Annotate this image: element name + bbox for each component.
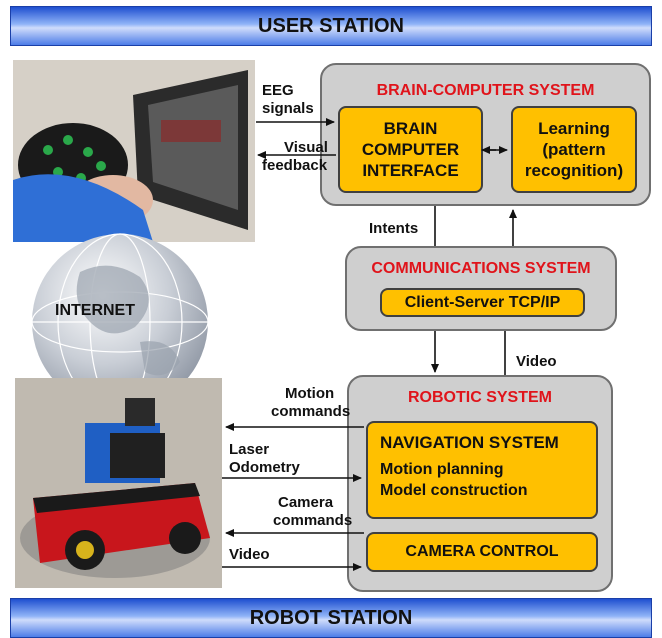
eeg-user-photo <box>13 60 255 242</box>
user-station-banner: USER STATION <box>10 6 652 46</box>
learning-line-3: recognition) <box>524 161 624 180</box>
camera-line-1: Camera <box>278 494 334 511</box>
tcp-ip-box: Client-Server TCP/IP <box>380 288 585 317</box>
internet-label: INTERNET <box>55 302 135 319</box>
robotic-system-title: ROBOTIC SYSTEM <box>407 389 552 406</box>
robot-station-banner: ROBOT STATION <box>10 598 652 638</box>
navigation-title: NAVIGATION SYSTEM <box>380 433 559 452</box>
eeg-line-1: EEG <box>262 82 294 99</box>
navigation-system-box: NAVIGATION SYSTEM Motion planning Model … <box>366 421 598 519</box>
nav-item-motion-planning: Motion planning <box>380 461 504 478</box>
comms-system-title: COMMUNICATIONS SYSTEM <box>371 260 591 277</box>
robotic-system: ROBOTIC SYSTEM NAVIGATION SYSTEM Motion … <box>347 375 613 592</box>
learning-line-1: Learning <box>538 119 610 138</box>
video-bottom-label: Video <box>229 546 270 563</box>
eeg-line-2: signals <box>262 100 314 117</box>
bci-box: BRAIN COMPUTER INTERFACE <box>338 106 483 193</box>
camera-control-box: CAMERA CONTROL <box>366 532 598 572</box>
motion-line-1: Motion <box>285 385 335 402</box>
intents-label: Intents <box>369 220 419 237</box>
motion-line-2: commands <box>271 403 351 420</box>
brain-computer-system: BRAIN-COMPUTER SYSTEM BRAIN COMPUTER INT… <box>320 63 651 206</box>
camera-control-label: CAMERA CONTROL <box>405 543 559 560</box>
tcp-ip-label: Client-Server TCP/IP <box>404 293 561 311</box>
nav-item-model-construction: Model construction <box>380 482 528 499</box>
laser-odometry-label: Laser Odometry <box>229 441 300 477</box>
laser-line-1: Laser <box>229 441 270 458</box>
learning-line-2: (pattern <box>542 140 606 159</box>
eeg-signals-label: EEG signals <box>262 82 314 118</box>
bci-line-2: COMPUTER <box>361 140 460 159</box>
learning-box: Learning (pattern recognition) <box>511 106 637 193</box>
motion-commands-label: Motion commands <box>271 385 350 421</box>
camera-commands-label: Camera commands <box>273 494 353 530</box>
visual-line-1: Visual <box>284 139 328 156</box>
visual-line-2: feedback <box>262 157 328 174</box>
video-mid-label: Video <box>516 353 557 370</box>
internet-globe <box>20 232 220 411</box>
camera-line-2: commands <box>273 512 353 529</box>
bci-line-1: BRAIN <box>383 119 438 138</box>
visual-feedback-label: Visual feedback <box>262 139 328 175</box>
bci-line-3: INTERFACE <box>362 161 459 180</box>
bci-system-title: BRAIN-COMPUTER SYSTEM <box>376 82 595 99</box>
robot-photo <box>15 378 222 588</box>
communications-system: COMMUNICATIONS SYSTEM Client-Server TCP/… <box>345 246 617 331</box>
laser-line-2: Odometry <box>229 459 300 476</box>
